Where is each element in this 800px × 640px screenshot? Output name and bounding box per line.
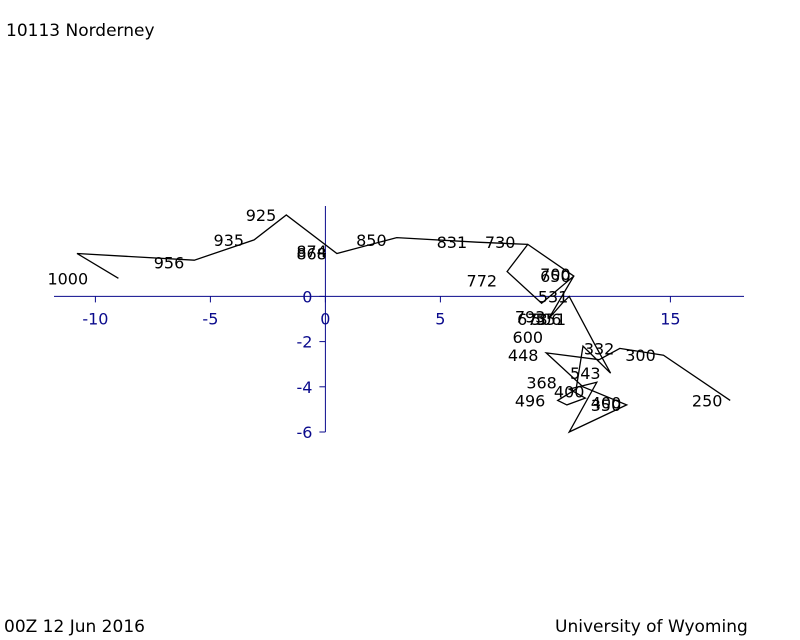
pressure-label: 700	[540, 265, 571, 284]
axes: -10 -5 0 5 15 0 -2 -4 -6	[54, 206, 744, 442]
pressure-label: 250	[692, 391, 723, 410]
y-tick-label: -2	[296, 333, 312, 352]
pressure-label: 850	[356, 231, 387, 250]
x-tick-label: -10	[82, 309, 108, 328]
y-tick-label: 0	[302, 287, 312, 306]
pressure-label: 793	[515, 308, 546, 327]
x-tick-label: -5	[202, 309, 218, 328]
pressure-label: 400	[591, 394, 622, 413]
station-title: 10113 Norderney	[6, 21, 155, 41]
pressure-label: 332	[584, 339, 615, 358]
x-tick-label: 15	[660, 309, 680, 328]
pressure-label: 531	[538, 287, 569, 306]
pressure-label: 831	[437, 233, 468, 252]
pressure-label: 448	[508, 346, 539, 365]
pressure-label: 673	[517, 310, 548, 329]
pressure-label: 650	[540, 267, 571, 286]
pressure-label: 400	[554, 382, 585, 401]
pressure-label: 496	[515, 391, 546, 410]
pressure-label: 868	[296, 244, 327, 263]
pressure-label: 925	[246, 206, 277, 225]
pressure-label: 506	[531, 310, 562, 329]
pressure-label: 730	[485, 233, 516, 252]
hodograph-line	[76, 214, 731, 434]
pressure-label: 956	[154, 254, 185, 273]
pressure-label: 551	[536, 310, 567, 329]
pressure-label: 350	[591, 396, 622, 415]
hodograph-trace	[76, 214, 731, 434]
pressure-label: 543	[570, 364, 601, 383]
source-credit: University of Wyoming	[555, 617, 748, 637]
pressure-label: 300	[625, 346, 656, 365]
observation-time: 00Z 12 Jun 2016	[4, 617, 145, 637]
pressure-label: 874	[296, 242, 327, 261]
y-tick-label: -4	[296, 378, 312, 397]
x-tick-label: 0	[320, 309, 330, 328]
y-tick-label: -6	[296, 423, 312, 442]
pressure-label: 935	[214, 231, 245, 250]
pressure-label: 772	[467, 272, 498, 291]
pressure-label: 368	[526, 373, 557, 392]
pressure-label: 600	[513, 328, 544, 347]
x-tick-label: 5	[435, 309, 445, 328]
pressure-label: 1000	[47, 269, 88, 288]
